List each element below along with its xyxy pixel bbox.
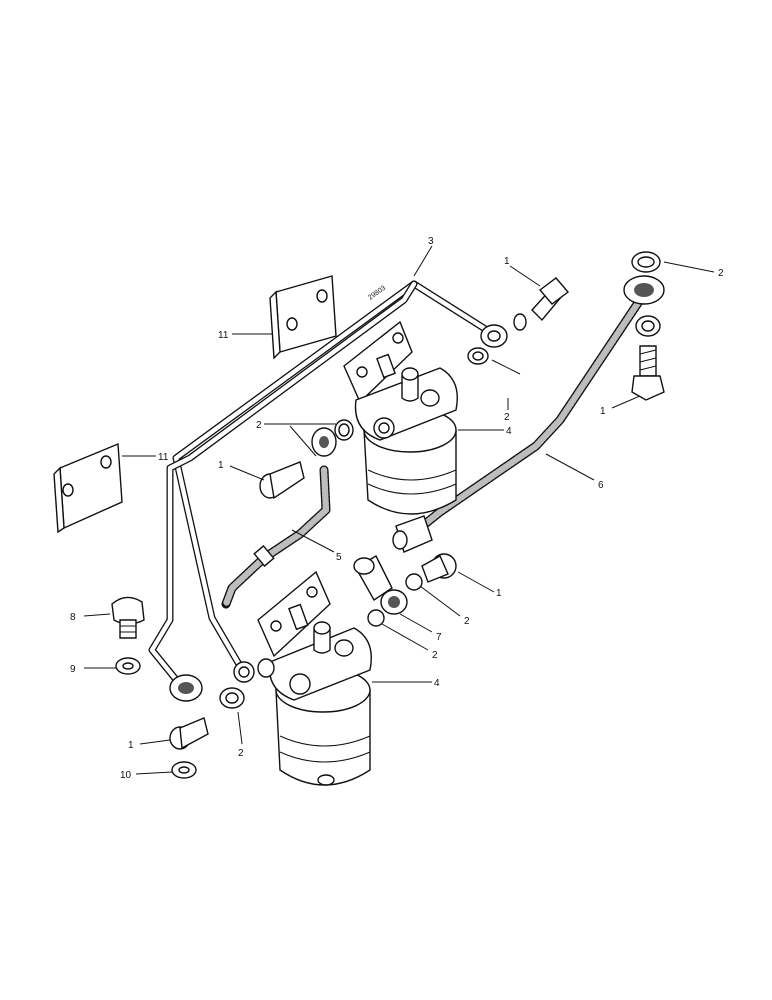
banjo-fitting-mid-right-lower — [380, 589, 408, 615]
callout-11-left: 11 — [158, 452, 169, 463]
banjo-fitting-rigid-pipe — [480, 324, 508, 348]
callout-1-right: 1 — [600, 406, 606, 417]
mounting-bracket-top — [269, 275, 337, 360]
leader-lines — [83, 245, 715, 775]
fuel-filter-upper — [343, 320, 458, 515]
elbow-fitting-7 — [353, 555, 393, 602]
banjo-fitting-upper-mid — [311, 419, 354, 457]
callout-2-midright: 2 — [464, 616, 470, 627]
pipe-stamp-label: 29803 — [367, 285, 387, 302]
callout-1-lowerleft: 1 — [128, 740, 134, 751]
banjo-fitting-lower-filter — [233, 658, 275, 683]
banjo-bolt-mid-right — [421, 553, 457, 583]
callout-2-lowermid: 2 — [432, 650, 438, 661]
callout-2-upperleft: 2 — [256, 420, 262, 431]
callout-1-top: 1 — [504, 256, 510, 267]
callout-8: 8 — [70, 612, 76, 623]
callout-4-lower: 4 — [434, 678, 440, 689]
callout-4-upper: 4 — [506, 426, 512, 437]
banjo-bolt-lower-left — [169, 717, 209, 750]
washer-lower — [219, 687, 245, 709]
callout-2-mid: 2 — [504, 412, 510, 423]
banjo-fitting-top-right — [623, 275, 665, 305]
callout-1-left: 1 — [218, 460, 224, 471]
washer-top-a — [513, 313, 527, 331]
callout-3: 3 — [428, 236, 434, 247]
banjo-fitting-lower-left — [169, 674, 203, 702]
callout-2-topright: 2 — [718, 268, 724, 279]
mounting-bracket-left — [53, 442, 123, 534]
washer-top-b-inner — [472, 351, 484, 361]
callout-9: 9 — [70, 664, 76, 675]
callout-7: 7 — [436, 632, 442, 643]
flexible-fuel-hose-long — [415, 295, 645, 533]
callout-11-top: 11 — [218, 330, 229, 341]
washer-right-mid — [635, 315, 661, 337]
callout-5: 5 — [336, 552, 342, 563]
banjo-bolt-top — [531, 277, 570, 322]
banjo-bolt-right — [631, 345, 665, 401]
callout-2-lower: 2 — [238, 748, 244, 759]
washer-9 — [115, 657, 141, 675]
flexible-fuel-hose-short — [221, 465, 331, 609]
callout-10: 10 — [120, 770, 132, 781]
washer-top-right — [631, 251, 661, 273]
banjo-bolt-left-mid — [259, 461, 305, 500]
rigid-fuel-pipe — [148, 280, 494, 686]
hose-end-fitting — [392, 515, 433, 553]
washer-mid-lower — [367, 609, 385, 627]
fuel-filter-lower — [257, 570, 372, 786]
callout-1-mid: 1 — [496, 588, 502, 599]
callout-6: 6 — [598, 480, 604, 491]
washer-mid-right — [405, 573, 423, 591]
washer-10 — [171, 761, 197, 779]
drain-plug-8 — [111, 596, 145, 639]
